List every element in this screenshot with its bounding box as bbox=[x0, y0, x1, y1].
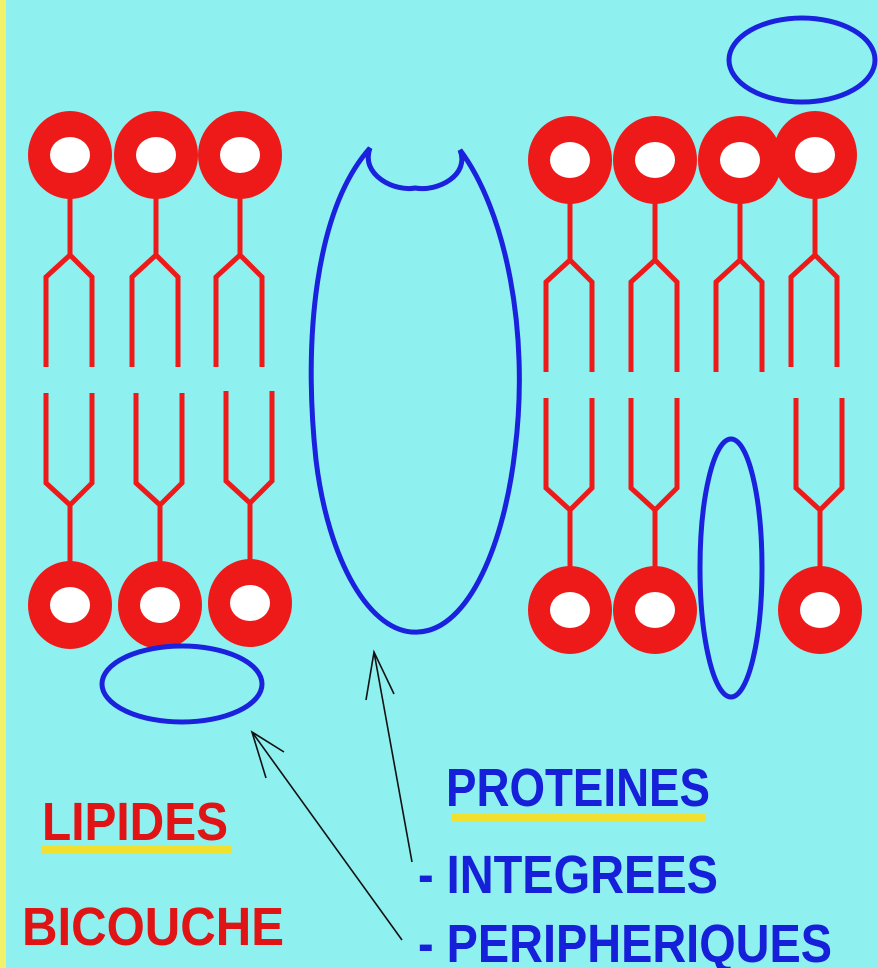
lipid-head-top-4 bbox=[528, 116, 612, 204]
lipid-head-bottom-6 bbox=[778, 566, 862, 654]
integral-label: - INTEGREES bbox=[418, 845, 718, 905]
lipid-head-bottom-4 bbox=[528, 566, 612, 654]
lipid-head-bottom-1 bbox=[28, 561, 112, 649]
bilayer-label: BICOUCHE bbox=[22, 897, 284, 957]
lipids-underline bbox=[42, 846, 232, 853]
lipid-head-top-3 bbox=[198, 111, 282, 199]
proteins-underline bbox=[452, 814, 706, 821]
lipid-head-bottom-3 bbox=[208, 559, 292, 647]
lipid-head-top-2 bbox=[114, 111, 198, 199]
lipid-head-top-6 bbox=[698, 116, 782, 204]
peripheral-label: - PERIPHERIQUES bbox=[418, 914, 832, 968]
lipid-head-top-5 bbox=[613, 116, 697, 204]
lipids-label: LIPIDES bbox=[42, 792, 228, 852]
lipid-head-bottom-5 bbox=[613, 566, 697, 654]
lipid-head-bottom-2 bbox=[118, 561, 202, 649]
lipid-head-top-1 bbox=[28, 111, 112, 199]
proteins-label: PROTEINES bbox=[446, 758, 710, 818]
lipid-head-top-7 bbox=[773, 111, 857, 199]
